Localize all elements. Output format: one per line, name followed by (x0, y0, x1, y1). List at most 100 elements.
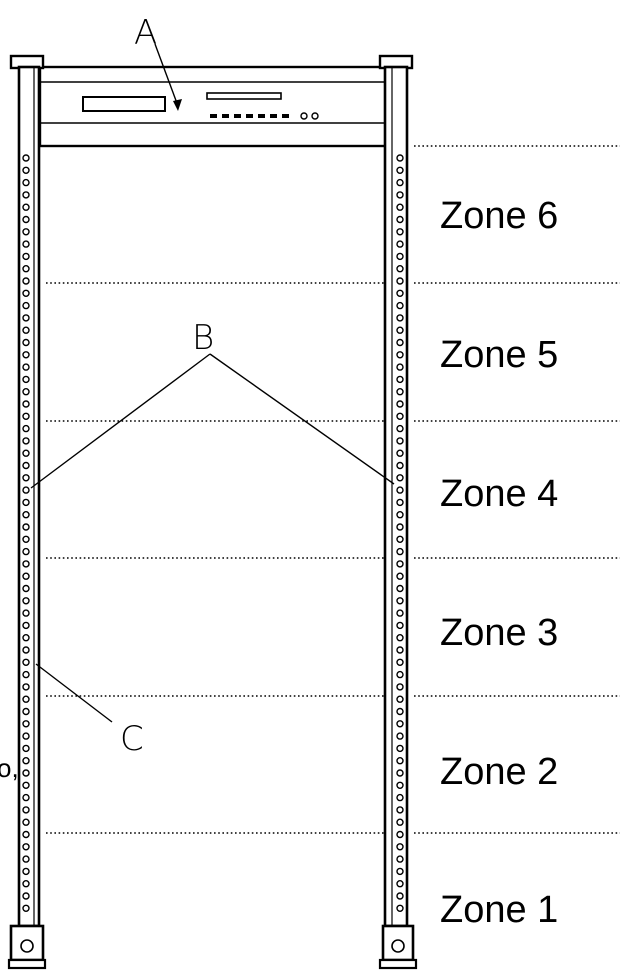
leader-b-left (30, 353, 211, 489)
sensor-hole (22, 535, 30, 543)
right-post-body (383, 65, 409, 928)
sensor-hole (396, 203, 404, 211)
sensor-hole (22, 498, 30, 507)
zone-label-2: Zone 2 (440, 751, 558, 793)
sensor-hole (396, 228, 404, 236)
sensor-hole (396, 584, 404, 593)
sensor-hole (396, 351, 404, 359)
sensor-hole (22, 203, 30, 211)
sensor-hole (22, 424, 30, 433)
sensor-hole (22, 301, 30, 310)
leader-a-arrowhead (173, 99, 182, 111)
sensor-hole (396, 388, 404, 396)
sensor-hole (22, 867, 30, 876)
sensor-hole (22, 707, 30, 716)
crossbar-housing (38, 65, 388, 148)
sensor-hole (396, 683, 404, 691)
control-panel (82, 92, 319, 120)
sensor-hole (22, 154, 30, 162)
sensor-hole (396, 781, 404, 789)
sensor-hole (22, 474, 30, 482)
sensor-hole (396, 178, 404, 187)
sensor-hole (396, 757, 404, 765)
sensor-hole (396, 695, 404, 703)
sensor-hole (396, 547, 404, 556)
sensor-hole (22, 621, 30, 630)
callout-b: B (192, 318, 214, 358)
sensor-hole (22, 240, 30, 248)
sensor-hole (22, 670, 30, 679)
leader-c (35, 663, 113, 723)
zone-label-1: Zone 1 (440, 889, 558, 931)
sensor-hole (396, 277, 404, 285)
panel-knob-2 (311, 112, 319, 120)
sensor-hole (396, 806, 404, 814)
sensor-hole (396, 892, 404, 900)
sensor-hole (22, 412, 30, 420)
sensor-hole (22, 191, 30, 199)
indicator-bar (206, 92, 282, 100)
sensor-hole (396, 843, 404, 851)
sensor-hole (22, 326, 30, 334)
sensor-hole (396, 449, 404, 457)
sensor-hole (22, 646, 30, 654)
sensor-hole (396, 597, 404, 605)
sensor-hole (396, 793, 404, 802)
sensor-hole (396, 412, 404, 420)
left-post-sensor-holes (22, 154, 30, 912)
sensor-hole (22, 843, 30, 851)
indicator-leds (210, 114, 289, 118)
left-post-base (7, 958, 47, 970)
sensor-hole (22, 572, 30, 580)
sensor-hole (22, 449, 30, 457)
sensor-hole (22, 215, 30, 224)
sensor-hole (396, 609, 404, 617)
sensor-hole (22, 609, 30, 617)
sensor-hole (396, 621, 404, 630)
sensor-hole (396, 486, 404, 494)
panel-knob-1 (300, 112, 308, 120)
sensor-hole (22, 351, 30, 359)
zone-label-4: Zone 4 (440, 473, 558, 515)
sensor-hole (396, 732, 404, 740)
sensor-hole (22, 486, 30, 494)
sensor-hole (22, 523, 30, 531)
sensor-hole (396, 904, 404, 912)
sensor-hole (22, 634, 30, 642)
sensor-hole (396, 301, 404, 310)
sensor-hole (396, 252, 404, 261)
sensor-hole (22, 695, 30, 703)
sensor-hole (396, 818, 404, 826)
sensor-hole (22, 720, 30, 728)
sensor-hole (396, 154, 404, 162)
sensor-hole (22, 683, 30, 691)
sensor-hole (22, 461, 30, 470)
sensor-hole (396, 215, 404, 224)
sensor-hole (396, 498, 404, 507)
left-post (7, 54, 47, 970)
sensor-hole (22, 166, 30, 175)
sensor-hole (22, 314, 30, 322)
sensor-hole (396, 437, 404, 445)
sensor-hole (396, 523, 404, 531)
sensor-hole (396, 867, 404, 876)
sensor-hole (22, 904, 30, 912)
sensor-hole (22, 375, 30, 384)
sensor-hole (396, 634, 404, 642)
sensor-hole (22, 855, 30, 863)
sensor-hole (396, 326, 404, 334)
left-post-foot-bolt (20, 939, 34, 953)
sensor-hole (396, 670, 404, 679)
sensor-hole (22, 437, 30, 445)
zone-label-6: Zone 6 (440, 195, 558, 237)
sensor-hole (22, 744, 30, 753)
sensor-hole (22, 289, 30, 297)
callout-a: A (134, 13, 157, 53)
sensor-hole (396, 707, 404, 716)
sensor-hole (396, 658, 404, 666)
sensor-hole (396, 646, 404, 654)
sensor-hole (396, 880, 404, 888)
sensor-hole (22, 769, 30, 777)
right-post-foot-bolt (391, 939, 405, 953)
